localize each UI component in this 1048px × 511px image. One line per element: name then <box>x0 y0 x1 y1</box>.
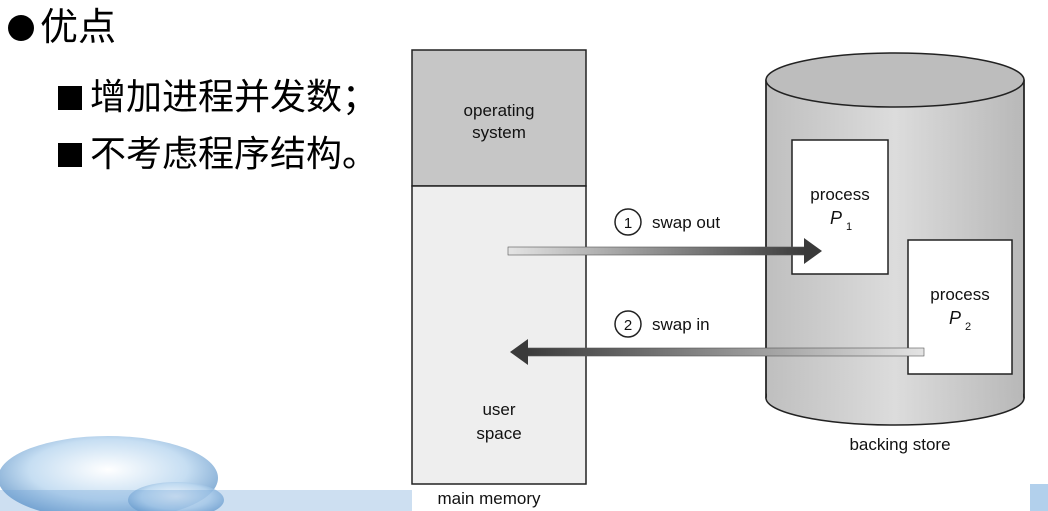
list-item-text: 不考虑程序结构。 <box>90 134 379 175</box>
decorative-bubbles <box>0 436 412 511</box>
user-space-region <box>411 185 587 485</box>
process-p2-label: process <box>930 285 990 304</box>
process-p2-name: P <box>949 308 961 328</box>
backing-store: backing store process P 1 process P 2 <box>765 52 1025 454</box>
cylinder-top <box>765 52 1025 108</box>
process-p2-subscript: 2 <box>965 321 971 333</box>
swap-out-label: swap out <box>652 213 720 232</box>
step-2-circle <box>614 310 642 338</box>
os-label-line1: operating <box>464 101 535 120</box>
arrow-right-icon <box>804 238 822 264</box>
step-1-circle <box>614 208 642 236</box>
bullet-heading: 优点 <box>8 8 116 46</box>
process-p2-box <box>907 239 1013 375</box>
square-bullet-icon <box>58 86 82 110</box>
process-p1-subscript: 1 <box>846 221 852 233</box>
swap-out-arrow: 1 swap out <box>507 208 822 264</box>
arrow-left-icon <box>510 339 528 365</box>
heading-text: 优点 <box>40 5 117 49</box>
backing-store-caption: backing store <box>849 435 950 454</box>
step-2-number: 2 <box>624 317 632 334</box>
list-item-text: 增加进程并发数； <box>90 77 379 118</box>
main-memory-caption: main memory <box>438 489 541 508</box>
list-item: 增加进程并发数； <box>58 80 378 116</box>
bullet-dot-icon <box>8 14 34 41</box>
user-label-line2: space <box>476 424 521 443</box>
decorative-corner-block <box>1030 484 1048 511</box>
user-label-line1: user <box>482 400 515 419</box>
os-region <box>411 49 587 187</box>
square-bullet-icon <box>58 143 82 167</box>
os-label-line2: system <box>472 123 526 142</box>
main-memory: operating system user space main memory <box>411 49 587 508</box>
process-p1-name: P <box>830 208 842 228</box>
process-p1-label: process <box>810 185 870 204</box>
swap-in-label: swap in <box>652 315 710 334</box>
list-item: 不考虑程序结构。 <box>58 137 378 173</box>
swap-in-arrow: 2 swap in <box>510 310 925 365</box>
step-1-number: 1 <box>624 215 632 232</box>
